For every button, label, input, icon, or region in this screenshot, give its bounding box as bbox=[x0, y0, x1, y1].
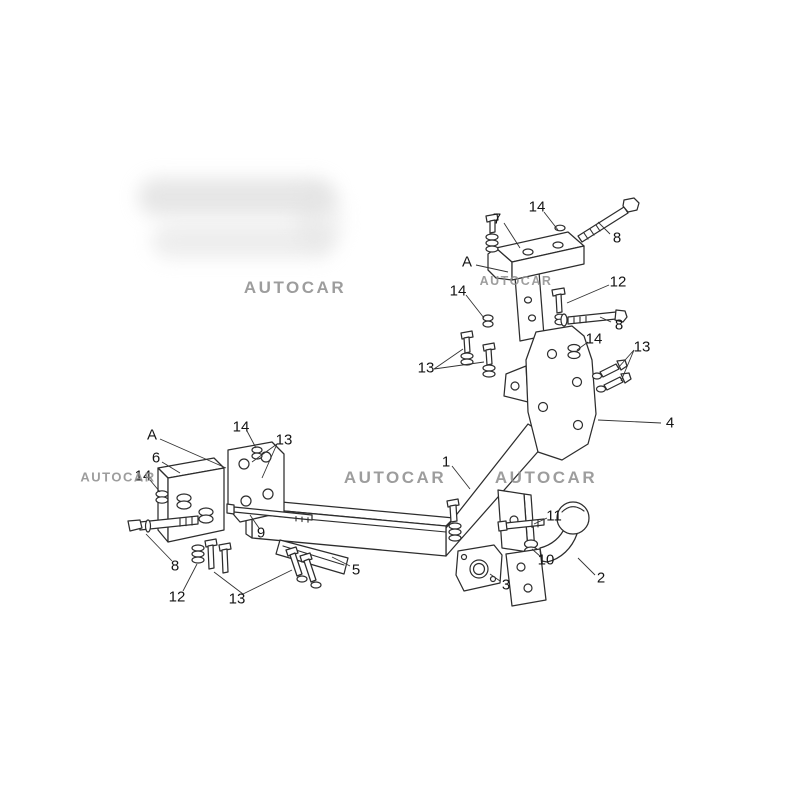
watermark-autocar: AUTOCAR bbox=[343, 468, 447, 487]
part-label-5: 5 bbox=[351, 561, 361, 579]
bolt-9 bbox=[226, 503, 313, 523]
part-label-1: 1 bbox=[441, 453, 451, 471]
part-label-8-right: 8 bbox=[614, 316, 624, 334]
tow-ball bbox=[505, 501, 590, 607]
part-label-4: 4 bbox=[665, 414, 675, 432]
bolts-13-left bbox=[204, 538, 232, 574]
watermark-smudge bbox=[152, 224, 334, 258]
part-label-9: 9 bbox=[256, 524, 266, 542]
bolt-8-right bbox=[560, 309, 628, 327]
bolt-top-right bbox=[577, 197, 640, 243]
part-label-2: 2 bbox=[596, 569, 606, 587]
washers-12-left bbox=[191, 544, 205, 564]
part-label-14-right: 14 bbox=[585, 330, 603, 348]
watermark-autocar: AUTOCAR bbox=[494, 468, 598, 487]
side-plate-right bbox=[503, 325, 597, 461]
part-label-13-plate: 13 bbox=[275, 431, 293, 449]
part-label-14-mid: 14 bbox=[449, 282, 467, 300]
part-label-13-right: 13 bbox=[633, 338, 651, 356]
washer-stack-center bbox=[446, 498, 462, 542]
bolts-13-bottom bbox=[285, 546, 322, 589]
left-bracket bbox=[157, 457, 225, 543]
stacks-13-middle bbox=[460, 330, 496, 378]
watermark-smudge bbox=[296, 186, 342, 250]
part-label-a-top: A bbox=[461, 253, 473, 271]
washers-14-mid bbox=[482, 314, 494, 328]
part-label-11: 11 bbox=[546, 507, 562, 525]
part-label-14-left: 14 bbox=[134, 467, 152, 485]
part-label-13-bottom: 13 bbox=[228, 590, 246, 608]
part-label-13-mid: 13 bbox=[417, 359, 435, 377]
side-plate-left bbox=[227, 441, 285, 523]
part-label-3: 3 bbox=[501, 576, 511, 594]
washers-14-left bbox=[155, 490, 169, 504]
part-label-8-top: 8 bbox=[612, 229, 622, 247]
part-label-14-plate: 14 bbox=[232, 418, 250, 436]
leader-lines bbox=[145, 211, 662, 595]
watermark-autocar: AUTOCAR bbox=[479, 274, 553, 288]
watermark-smudge bbox=[138, 178, 334, 216]
part-label-a-left: A bbox=[146, 426, 158, 444]
bolt-11 bbox=[497, 518, 545, 532]
bolt-8-left bbox=[127, 515, 199, 533]
part-label-12-left: 12 bbox=[168, 588, 186, 606]
part-label-8-left: 8 bbox=[170, 557, 180, 575]
part-label-7: 7 bbox=[492, 210, 502, 228]
bolts-13-right bbox=[591, 359, 632, 393]
part-label-6: 6 bbox=[151, 449, 161, 467]
watermark-autocar: AUTOCAR bbox=[243, 278, 347, 297]
watermark-autocar: AUTOCAR bbox=[80, 469, 156, 485]
part-label-10: 10 bbox=[537, 551, 555, 569]
socket-plate bbox=[455, 544, 503, 592]
part-label-12-right: 12 bbox=[609, 273, 627, 291]
part-label-14-top: 14 bbox=[528, 198, 546, 216]
